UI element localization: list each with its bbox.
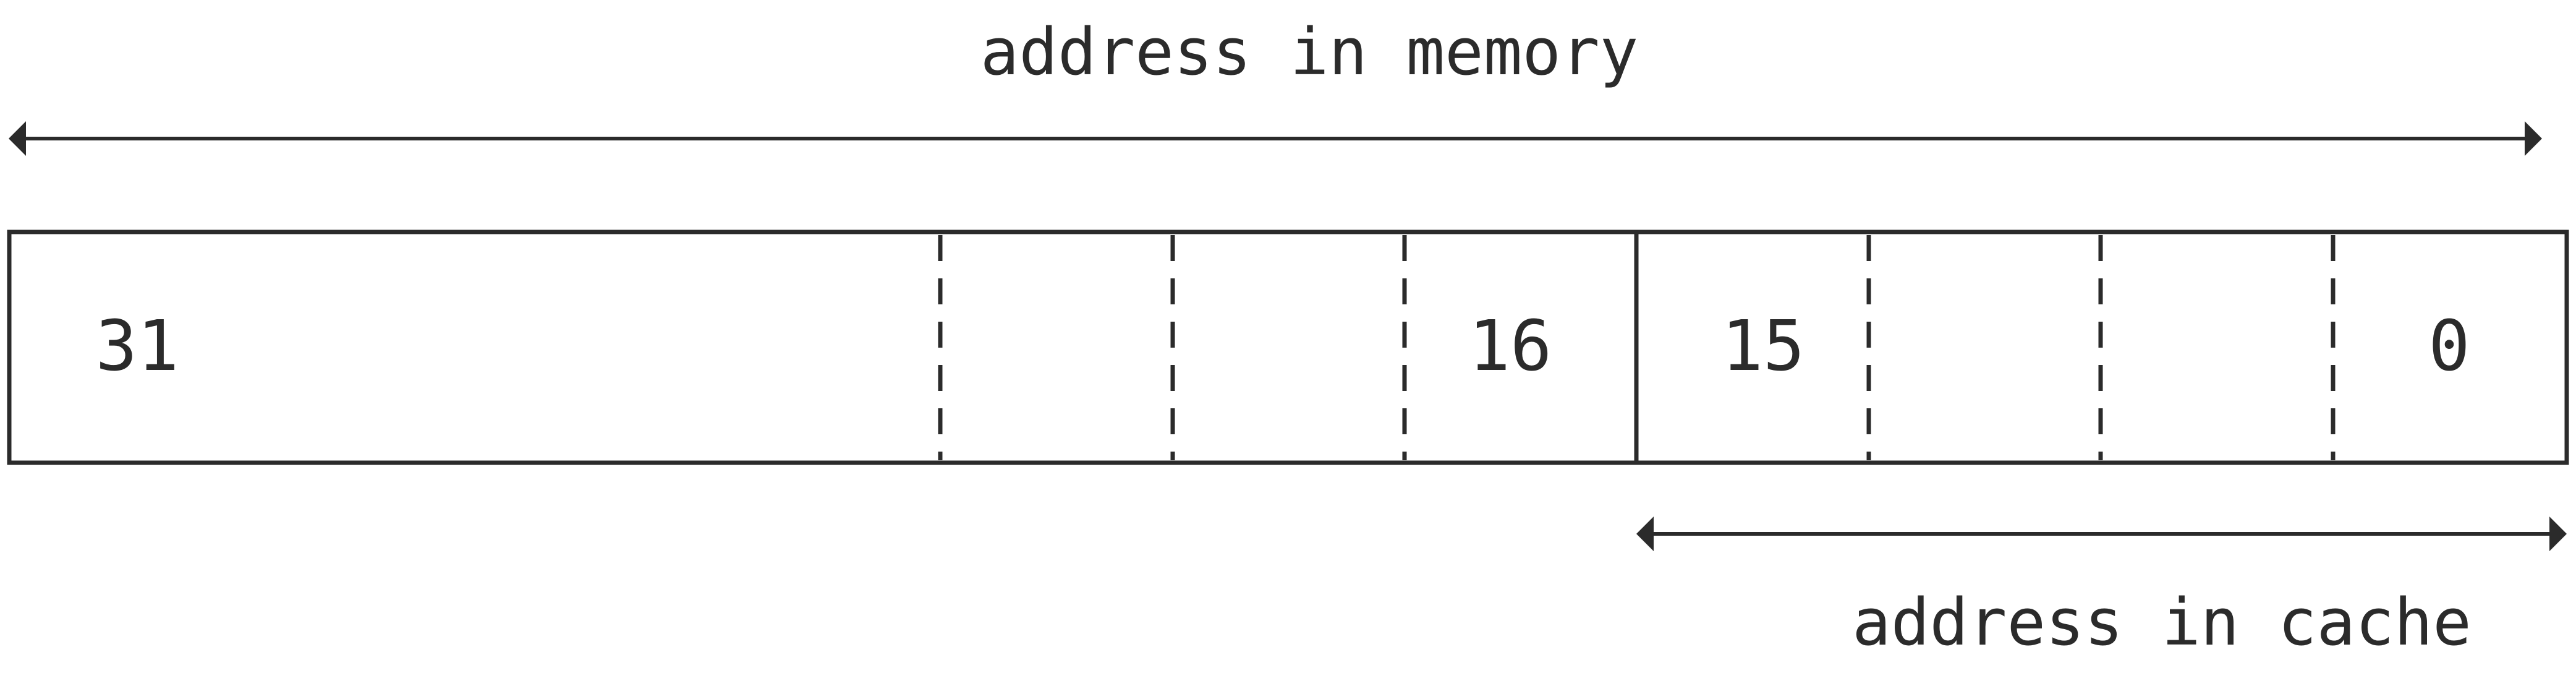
- dashed-separators: [938, 235, 2336, 460]
- memory-address-label: address in memory: [980, 14, 1638, 90]
- bit-label-0: 0: [2428, 306, 2470, 387]
- address-register: 31 16 15 0: [7, 230, 2569, 465]
- arrowhead-right-icon: [2549, 517, 2567, 551]
- bit-label-16: 16: [1469, 306, 1552, 387]
- bit-label-15: 15: [1722, 306, 1805, 387]
- cache-address-label: address in cache: [1852, 585, 2472, 660]
- arrowhead-left-icon: [9, 121, 26, 156]
- arrowhead-right-icon: [2525, 121, 2542, 156]
- memory-span-arrow: [9, 121, 2542, 156]
- arrowhead-left-icon: [1636, 517, 1654, 551]
- bit-label-31: 31: [96, 306, 179, 387]
- cache-span-arrow: [1636, 517, 2567, 551]
- register-outline: [7, 230, 2569, 465]
